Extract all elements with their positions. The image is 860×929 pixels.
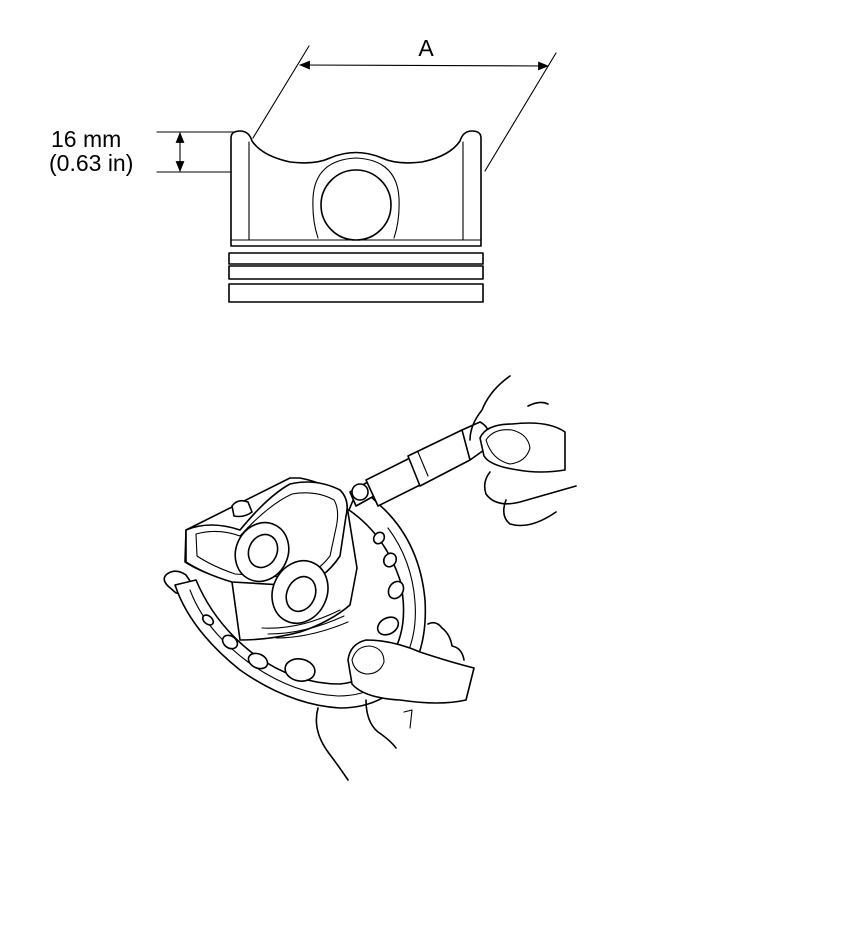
frame-hole (284, 658, 316, 682)
micrometer-thimble (407, 429, 474, 487)
frame-hole (247, 652, 269, 670)
right-hand-thumb (479, 422, 566, 473)
right-hand-finger-1 (527, 401, 549, 407)
left-hand-wrist-left (315, 707, 349, 781)
right-hand-finger-3 (502, 499, 557, 527)
piston-ring-groove-1 (261, 609, 341, 629)
micrometer-lock-nut (351, 483, 369, 501)
frame-hole (201, 614, 215, 626)
piston-ring-groove-3 (275, 621, 349, 639)
piston-pin-hole-upper (247, 533, 279, 569)
dimension-a-extension-left (252, 45, 310, 139)
piston-pin-hole (320, 169, 392, 241)
piston-in-micrometer (184, 477, 358, 641)
left-hand (315, 621, 475, 781)
dimension-height-imperial: (0.63 in) (49, 150, 133, 176)
left-hand-knuckle (403, 709, 413, 729)
piston-ring-land-1 (228, 252, 484, 265)
piston-ring-land-2 (228, 265, 484, 280)
left-hand-wrist-right (365, 699, 397, 749)
piston-ring-groove-2 (267, 615, 345, 635)
left-hand-fingers (427, 621, 465, 661)
right-hand-upper-contour (469, 375, 511, 441)
right-hand (469, 375, 577, 527)
right-hand-thumbnail (485, 429, 531, 465)
frame-hole (382, 552, 398, 568)
piston-pin-hole-lower (285, 575, 317, 613)
left-hand-thumb (347, 639, 475, 704)
piston-pin-boss (312, 157, 400, 239)
frame-hole (387, 580, 405, 600)
dimension-height: 16 mm (0.63 in) (49, 126, 237, 176)
piston-rear-knob (231, 499, 253, 518)
piston-top-inner (195, 492, 339, 579)
frame-hole (221, 634, 239, 650)
micrometer-thimble-ring (417, 451, 429, 477)
dimension-a-extension-right (484, 52, 557, 172)
piston-side-view (228, 130, 484, 303)
right-hand-finger-2 (483, 471, 577, 505)
dimension-a-arrow-line (298, 60, 550, 71)
frame-hole (372, 531, 386, 545)
micrometer-frame-holes (201, 531, 405, 682)
piston-body-outline (230, 130, 482, 247)
micrometer-illustration (163, 375, 577, 781)
dimension-a: A (252, 35, 557, 172)
frame-hole (376, 616, 400, 636)
dimension-a-label: A (418, 35, 434, 61)
left-hand-thumbnail (351, 645, 385, 675)
dimension-height-metric: 16 mm (51, 126, 121, 152)
piston-ring-land-3 (228, 283, 484, 303)
